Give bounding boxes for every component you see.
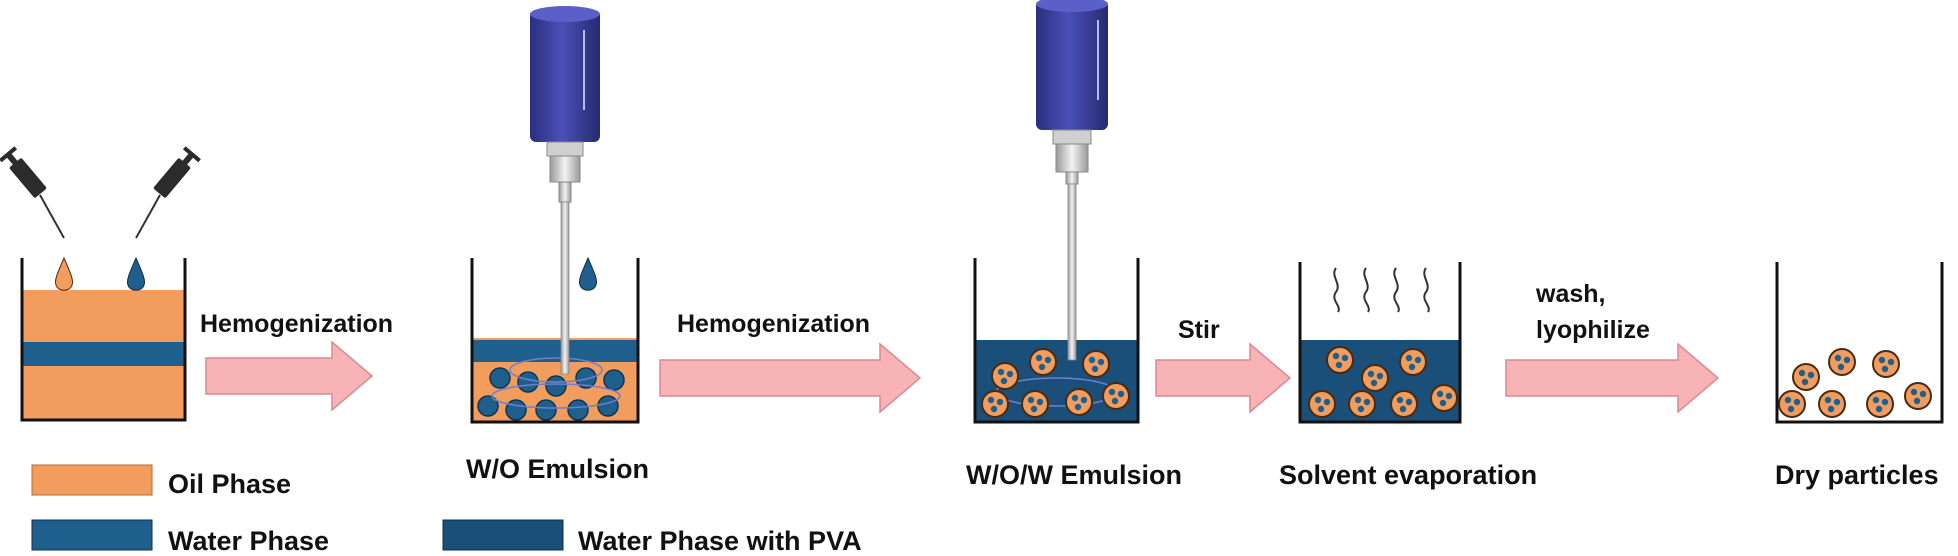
beaker-3 [973, 258, 1140, 424]
stage-label-wow-emulsion: W/O/W Emulsion [966, 460, 1182, 490]
legend-label-water-pva: Water Phase with PVA [578, 526, 862, 556]
arrow-1-label: Hemogenization [200, 310, 393, 338]
legend-item-water: Water Phase [31, 519, 329, 556]
arrow-3-label: Stir [1178, 316, 1220, 344]
syringe-right-icon [135, 146, 201, 239]
arrow-4-label-line1: wash, [1535, 280, 1605, 308]
water-drop-icon [127, 256, 145, 291]
stage-label-wo-emulsion: W/O Emulsion [466, 454, 649, 484]
legend: Oil Phase Water Phase Water Phase with P… [31, 464, 862, 556]
arrow-hemogenization-2: Hemogenization [659, 310, 922, 414]
arrow-2-label: Hemogenization [677, 310, 870, 338]
beaker-4 [1298, 262, 1462, 424]
oil-drop-icon [55, 256, 73, 291]
beaker-5 [1775, 262, 1944, 424]
vapor-icon [1333, 267, 1430, 313]
water-drop-icon [579, 256, 597, 291]
homogenizer-2-icon [1036, 0, 1108, 361]
syringe-left-icon [0, 146, 65, 239]
legend-item-water-pva: Water Phase with PVA [442, 519, 862, 556]
beaker-2 [470, 258, 640, 424]
arrow-4-label-line2: lyophilize [1536, 316, 1650, 344]
arrow-stir: Stir [1155, 316, 1292, 414]
homogenizer-1-icon [530, 6, 600, 375]
beaker-1 [20, 258, 187, 422]
arrow-hemogenization-1: Hemogenization [200, 310, 393, 412]
legend-label-water: Water Phase [168, 526, 329, 556]
stage-label-solvent-evaporation: Solvent evaporation [1279, 460, 1537, 490]
water-layer [22, 342, 185, 366]
stage-label-dry-particles: Dry particles [1775, 460, 1939, 490]
arrow-wash-lyophilize: wash, lyophilize [1505, 280, 1720, 414]
legend-item-oil: Oil Phase [31, 464, 291, 499]
legend-label-oil: Oil Phase [168, 469, 291, 499]
